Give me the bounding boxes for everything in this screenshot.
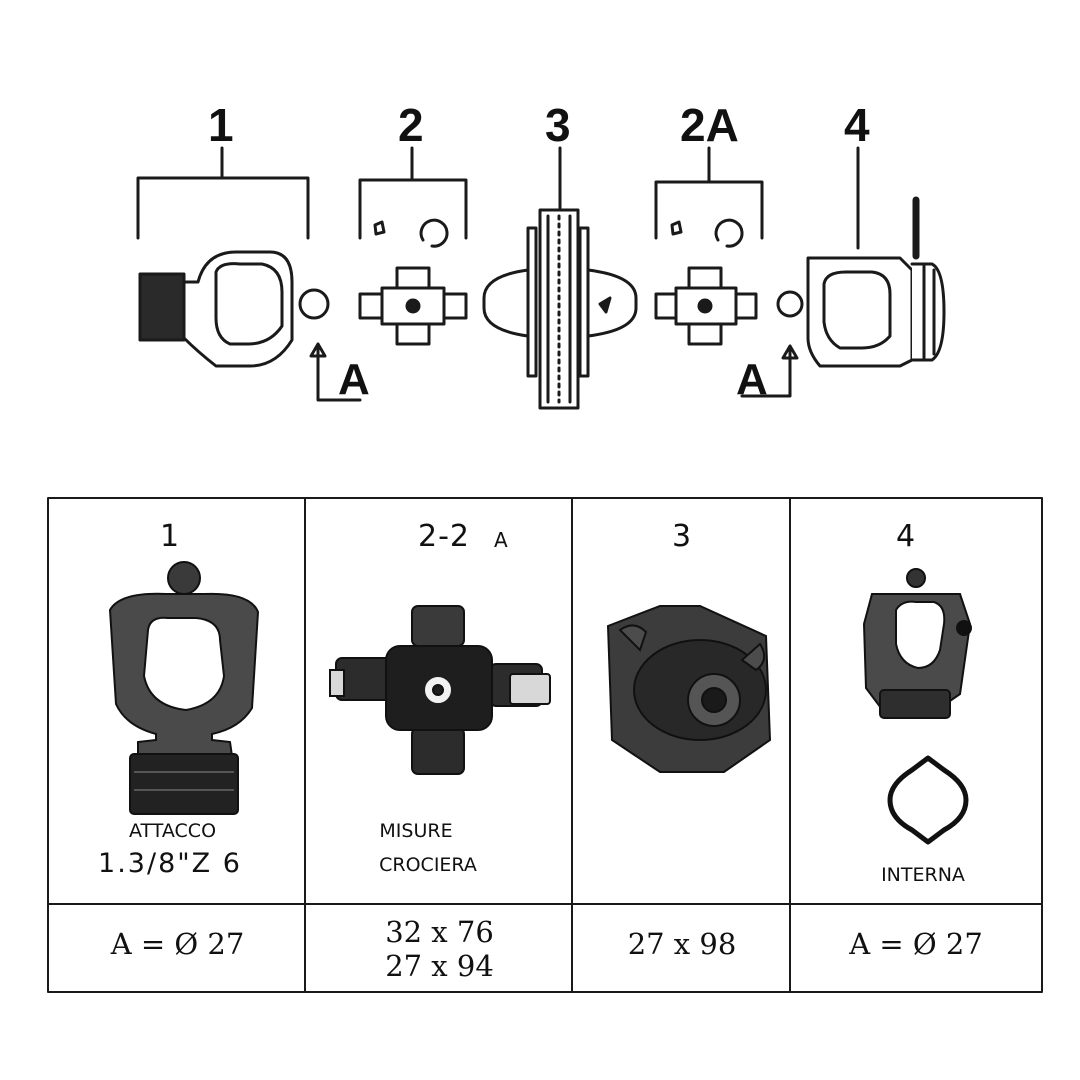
arrow-a-left: [309, 342, 362, 402]
caption-thread-size: 1.3/8"Z 6: [98, 848, 242, 879]
caption-attacco: ATTACCO: [128, 820, 217, 842]
flange-3-drawing: [482, 208, 638, 410]
table-header-2a-suffix: A: [494, 528, 509, 552]
value-part-3: 27 x 98: [627, 927, 737, 961]
caption-interna: INTERNA: [881, 864, 965, 886]
table-grid: [47, 497, 1043, 993]
arrow-a-right: [740, 344, 799, 398]
yoke-1-drawing: [138, 250, 330, 368]
yoke-1-photo: [108, 561, 260, 815]
label-part-1: 1: [208, 99, 234, 151]
label-part-2: 2: [398, 99, 424, 151]
table-header-4: 4: [896, 519, 917, 554]
cross-2a-drawing: [654, 218, 758, 346]
value-part-1: A = Ø 27: [110, 927, 245, 961]
table-header-3: 3: [672, 519, 693, 554]
label-part-4: 4: [844, 99, 870, 151]
table-header-2-2: 2-2: [418, 519, 470, 554]
flange-photo: [606, 605, 772, 773]
arrow-label-left: A: [338, 355, 370, 404]
value-part-2-line-1: 32 x 76: [385, 915, 494, 949]
caption-crociera: CROCIERA: [379, 854, 477, 876]
profile-shape-drawing: [887, 755, 969, 845]
label-part-2a: 2A: [680, 99, 739, 151]
label-part-3: 3: [545, 99, 571, 151]
cross-2-drawing: [358, 218, 468, 346]
yoke-4-drawing: [776, 196, 946, 368]
bracket-1: [136, 146, 310, 240]
arrow-label-right: A: [736, 355, 768, 404]
bracket-2a: [654, 146, 764, 240]
yoke-4-photo: [862, 568, 972, 719]
cross-photo: [329, 605, 551, 775]
value-part-4: A = Ø 27: [849, 927, 983, 961]
bracket-2: [358, 146, 468, 240]
caption-misure: MISURE: [379, 820, 453, 842]
table-header-1: 1: [160, 519, 181, 554]
value-part-2-line-2: 27 x 94: [385, 949, 494, 983]
